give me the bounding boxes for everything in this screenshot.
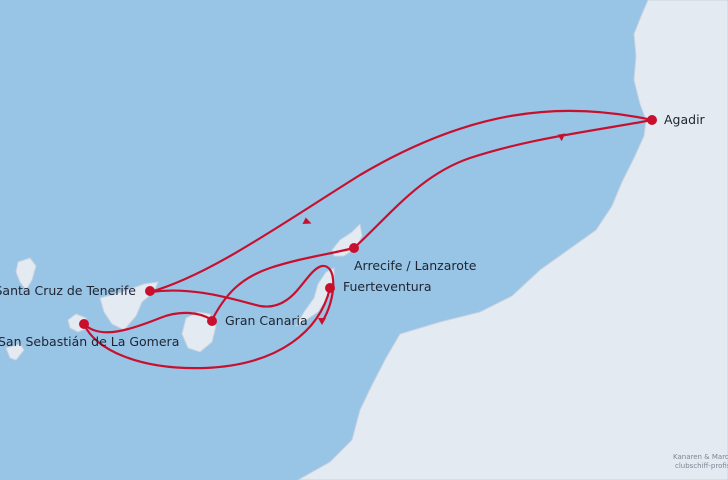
port-label-tenerife: Santa Cruz de Tenerife xyxy=(0,283,136,298)
map-credit: Kanaren & Marok xyxy=(673,453,728,461)
route-fuerteventura-gomera xyxy=(82,286,332,370)
route-arrow-icon xyxy=(302,217,312,224)
port-marker-tenerife[interactable] xyxy=(145,286,155,296)
island-el-hierro xyxy=(5,343,25,361)
route-tenerife-fuerteventura xyxy=(148,264,335,324)
cruise-route xyxy=(82,109,654,370)
port-markers xyxy=(79,115,657,329)
map-credit-source: clubschiff-profis. xyxy=(675,462,728,470)
port-label-fuerteventura: Fuerteventura xyxy=(343,279,431,294)
route-arrow-icon xyxy=(557,133,566,142)
route-gomera-grancanaria xyxy=(82,311,214,334)
port-marker-fuerteventura[interactable] xyxy=(325,283,335,293)
island-fuerteventura xyxy=(294,267,335,328)
port-label-agadir: Agadir xyxy=(664,112,706,127)
port-label-lanzarote: Arrecife / Lanzarote xyxy=(354,258,477,273)
route-arrow-icon xyxy=(318,318,326,325)
port-marker-lanzarote[interactable] xyxy=(349,243,359,253)
island-tenerife xyxy=(99,281,159,331)
port-marker-agadir[interactable] xyxy=(647,115,657,125)
mainland-africa xyxy=(296,0,728,480)
port-marker-gran-canaria[interactable] xyxy=(207,316,217,326)
island-la-palma xyxy=(15,257,37,291)
port-label-gran-canaria: Gran Canaria xyxy=(225,313,308,328)
route-lanzarote-agadir xyxy=(352,118,654,250)
port-marker-la-gomera[interactable] xyxy=(79,319,89,329)
port-label-la-gomera: San Sebastián de La Gomera xyxy=(0,334,179,349)
route-grancanaria-lanzarote xyxy=(210,246,356,322)
route-agadir-tenerife xyxy=(148,109,654,294)
